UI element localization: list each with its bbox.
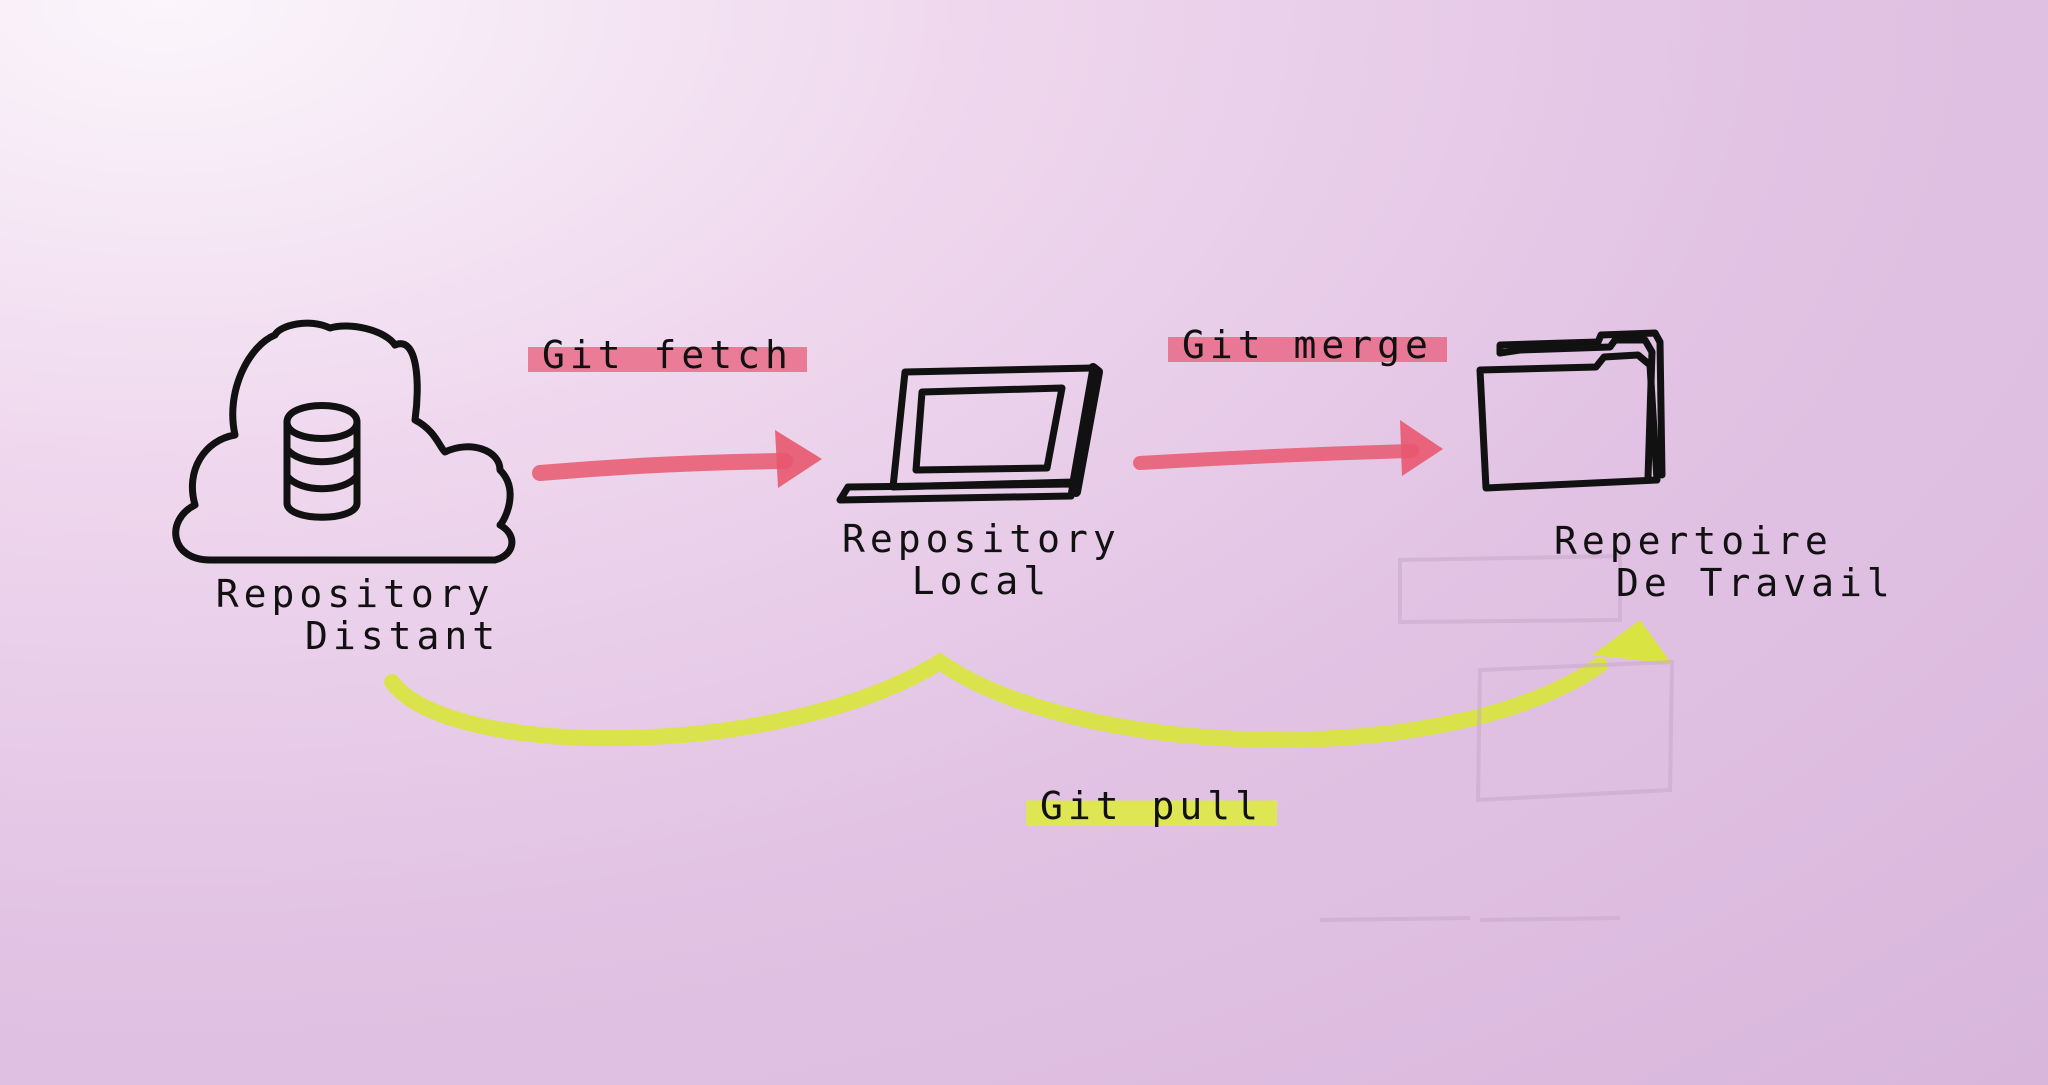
edge-label-pull: Git pull [1026, 785, 1278, 828]
node-label-local: Repository Local [842, 517, 1121, 603]
folder-icon [1476, 329, 1666, 492]
node-label-workdir: Repertoire De Travail [1554, 519, 1895, 605]
edge-label-merge: Git merge [1168, 324, 1447, 367]
node-label-workdir-line2: De Travail [1616, 560, 1895, 605]
node-label-remote-line1: Repository [215, 572, 495, 616]
laptop-icon [836, 363, 1103, 504]
merge-arrow [1133, 420, 1443, 476]
edge-label-fetch: Git fetch [528, 334, 807, 377]
cloud-database-icon [172, 319, 516, 564]
node-label-remote: Repository Distant [210, 572, 501, 658]
background-ghost-shapes [1319, 553, 1675, 922]
node-label-remote-line2: Distant [305, 613, 501, 658]
fetch-arrow [532, 430, 822, 488]
node-label-workdir-line1: Repertoire [1554, 519, 1833, 563]
node-label-local-line1: Repository [842, 517, 1121, 561]
pull-arrow [384, 620, 1672, 748]
node-label-local-line2: Local [911, 558, 1052, 603]
